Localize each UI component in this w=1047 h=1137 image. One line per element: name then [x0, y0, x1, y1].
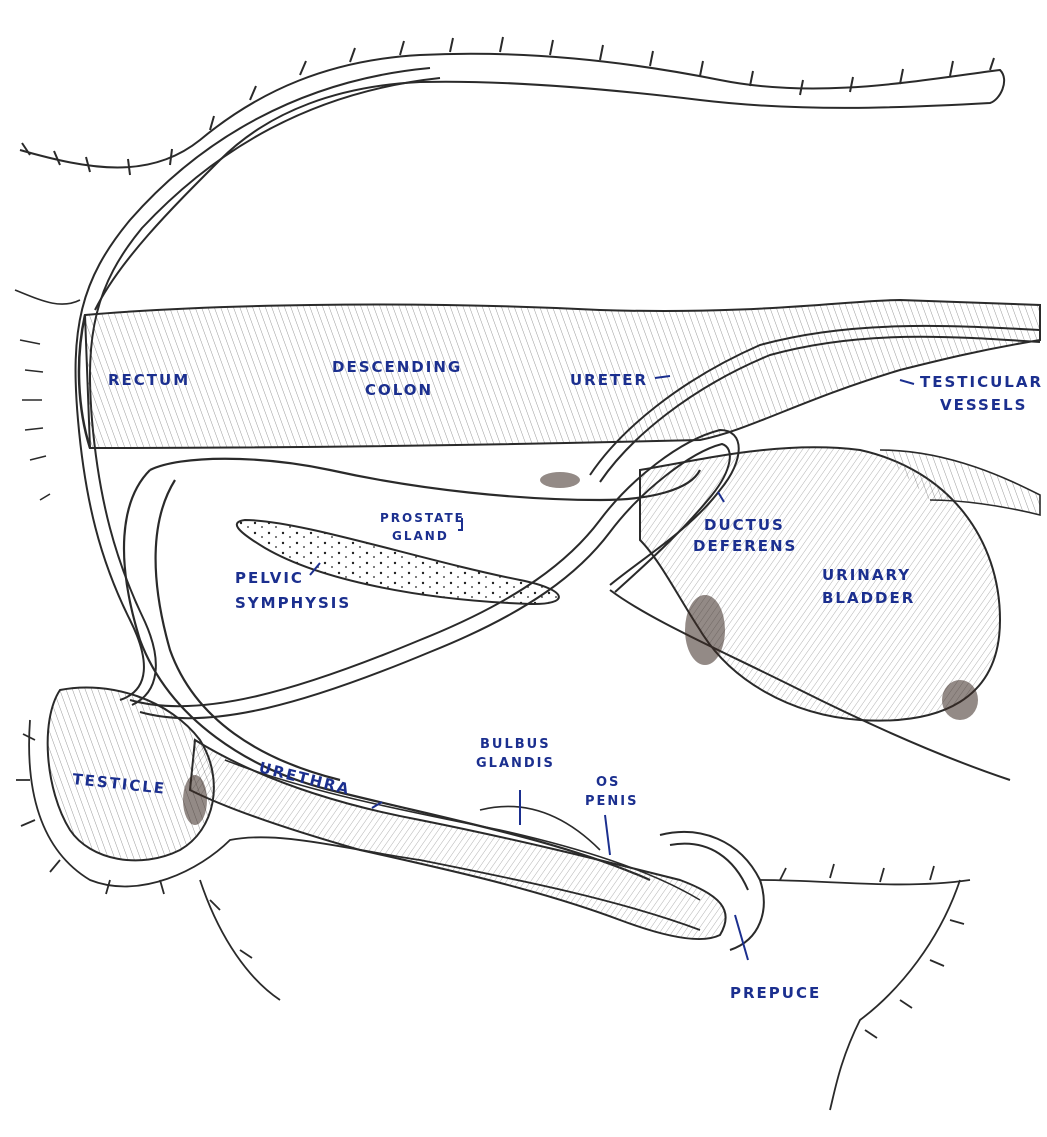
label-ureter: URETER [570, 371, 648, 389]
label-pelvic-symphysis-2: SYMPHYSIS [235, 594, 351, 612]
fur-outline-top [20, 37, 1004, 310]
label-testicular-vessels-2: VESSELS [940, 396, 1027, 414]
label-bulbus-glandis-1: BULBUS [480, 737, 551, 752]
leader-os-penis [605, 815, 610, 855]
label-rectum: RECTUM [108, 371, 190, 389]
label-prostate-gland-2: GLAND [392, 529, 449, 543]
label-prepuce: PREPUCE [730, 984, 821, 1002]
fur-outline-left [15, 290, 80, 500]
leader-testicular-vessels [900, 380, 914, 384]
label-pelvic-symphysis-1: PELVIC [235, 569, 304, 587]
label-ductus-deferens-1: DUCTUS [704, 516, 785, 534]
label-urinary-bladder-1: URINARY [822, 566, 911, 584]
leader-prepuce [735, 915, 748, 960]
label-os-penis-2: PENIS [585, 794, 639, 809]
label-os-penis-1: OS [596, 775, 620, 790]
label-ductus-deferens-2: DEFERENS [693, 537, 797, 555]
colon-tube [79, 300, 1040, 448]
label-prostate-gland-1: PROSTATE [380, 511, 465, 525]
label-testicular-vessels-1: TESTICULAR [920, 373, 1043, 391]
label-bulbus-glandis-2: GLANDIS [476, 756, 555, 771]
label-urinary-bladder-2: BLADDER [822, 589, 915, 607]
label-descending-colon-1: DESCENDING [332, 358, 462, 376]
label-descending-colon-2: COLON [365, 381, 433, 399]
